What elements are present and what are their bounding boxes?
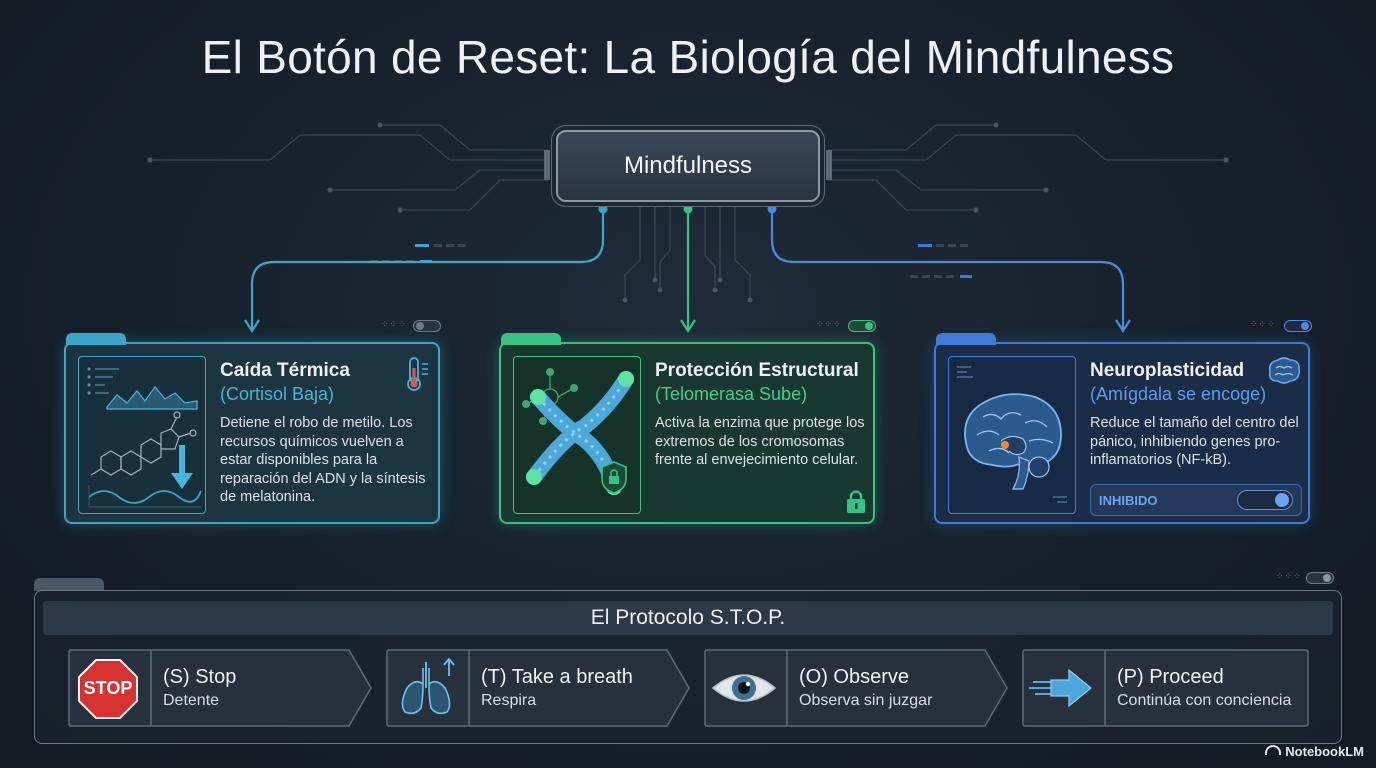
step-subtitle: Continúa con conciencia <box>1117 692 1292 709</box>
card-title: Caída Térmica <box>220 360 350 381</box>
step-subtitle: Respira <box>481 692 537 709</box>
step-observe: (O) Observe Observa sin juzgar <box>703 648 1009 728</box>
panel-tab <box>34 578 104 591</box>
card-tab <box>936 333 996 345</box>
card-description: Reduce el tamaño del centro del pánico, … <box>1090 415 1299 468</box>
eye-icon <box>703 648 785 728</box>
card-structural-protection: Protección Estructural (Telomerasa Sube)… <box>499 333 875 524</box>
step-title: (S) Stop <box>163 666 237 688</box>
card-tab <box>501 333 561 345</box>
notebooklm-brand: NotebookLM <box>1265 744 1364 759</box>
card-neuroplasticity: Neuroplasticidad (Amígdala se encoge) Re… <box>934 333 1310 524</box>
page-title: El Botón de Reset: La Biología del Mindf… <box>201 31 1175 83</box>
step-title: (O) Observe <box>799 666 910 688</box>
status-dots: ⁘⁘⁘ <box>816 320 842 330</box>
stop-protocol-panel: El Protocolo S.T.O.P. STOP (S) Stop Dete… <box>34 590 1342 744</box>
brain-illustration <box>948 356 1076 514</box>
brand-label: NotebookLM <box>1285 744 1364 759</box>
chromosome-illustration <box>513 356 641 514</box>
stop-protocol-title: El Protocolo S.T.O.P. <box>590 606 786 629</box>
card-title: Neuroplasticidad <box>1090 360 1245 381</box>
inhibited-toggle[interactable] <box>1237 490 1293 510</box>
inhibited-status-bar: INHIBIDO <box>1090 484 1302 516</box>
step-title: (T) Take a breath <box>481 666 633 688</box>
card-subtitle: (Amígdala se encoge) <box>1090 384 1267 404</box>
card-thermal-drop: Caída Térmica (Cortisol Baja) Detiene el… <box>64 333 440 524</box>
brain-icon <box>1268 357 1300 384</box>
step-title: (P) Proceed <box>1117 666 1224 688</box>
step-subtitle: Observa sin juzgar <box>799 692 933 709</box>
lock-icon <box>847 490 865 513</box>
thermometer-icon <box>407 357 428 391</box>
cortisol-molecule-illustration <box>78 356 206 514</box>
lungs-icon <box>385 648 467 728</box>
card-toggle[interactable] <box>848 320 876 332</box>
notebooklm-logo-icon <box>1265 745 1282 755</box>
card-subtitle: (Telomerasa Sube) <box>655 384 808 404</box>
status-dots: ⁘⁘⁘ <box>1250 320 1276 330</box>
card-title: Protección Estructural <box>655 360 859 381</box>
status-dots: ⁘⁘⁘ <box>381 320 407 330</box>
step-subtitle: Detente <box>163 692 220 709</box>
stop-protocol-header: El Protocolo S.T.O.P. <box>43 601 1333 635</box>
card-subtitle: (Cortisol Baja) <box>220 384 335 404</box>
arrow-right-icon <box>1021 648 1103 728</box>
step-stop: STOP (S) Stop Detente <box>67 648 373 728</box>
step-proceed: (P) Proceed Continúa con conciencia <box>1021 648 1327 728</box>
inhibited-status-label: INHIBIDO <box>1099 493 1158 508</box>
panel-toggle[interactable] <box>1306 572 1334 584</box>
mindfulness-node: Mindfulness <box>556 130 820 202</box>
toggle-knob <box>1275 493 1289 507</box>
card-toggle[interactable] <box>1284 320 1312 332</box>
step-take-a-breath: (T) Take a breath Respira <box>385 648 691 728</box>
status-dots: ⁘⁘⁘ <box>1276 572 1302 582</box>
card-toggle[interactable] <box>413 320 441 332</box>
stop-sign-icon: STOP <box>67 648 149 728</box>
card-description: Activa la enzima que protege los extremo… <box>655 415 865 468</box>
card-tab <box>66 333 126 345</box>
card-description: Detiene el robo de metilo. Los recursos … <box>220 415 426 505</box>
mindfulness-label: Mindfulness <box>623 152 753 179</box>
